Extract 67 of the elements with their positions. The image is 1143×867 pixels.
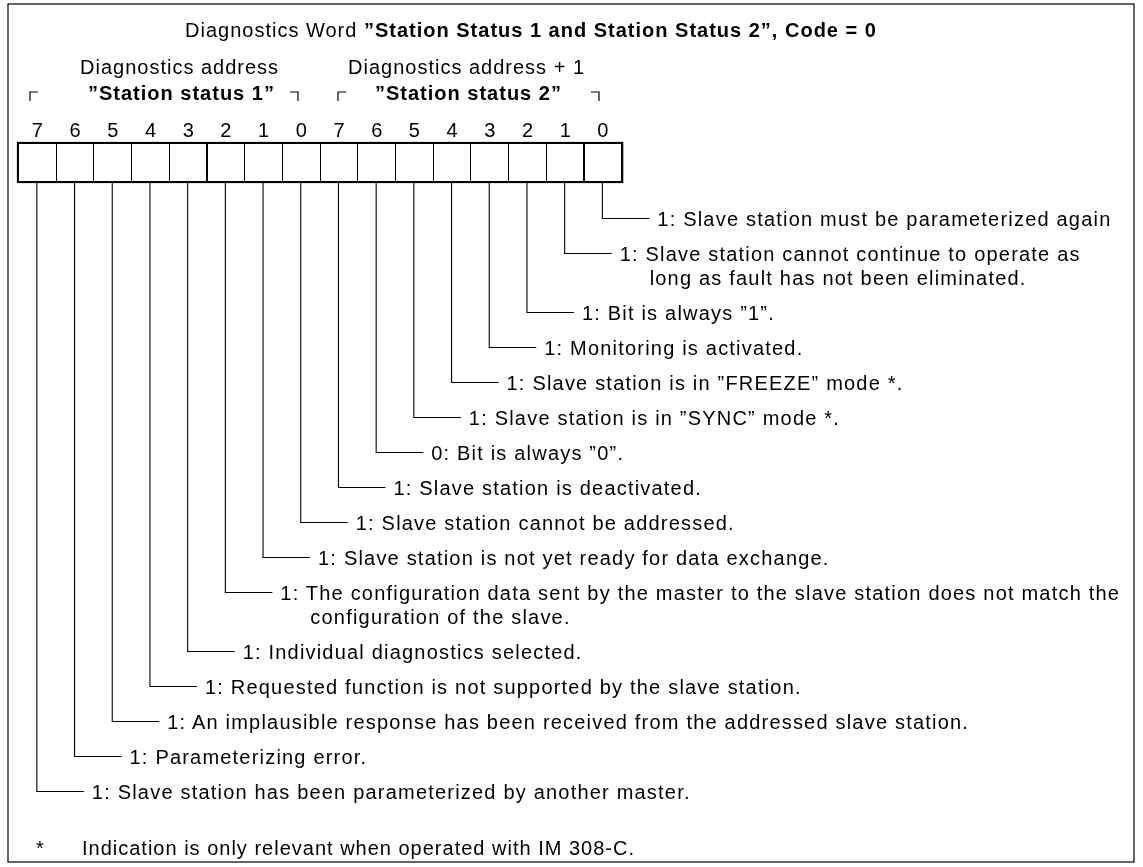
bit-cell bbox=[583, 143, 623, 182]
leader-line bbox=[451, 181, 500, 384]
bit-cell bbox=[168, 143, 208, 182]
leader-line bbox=[187, 181, 236, 653]
leader-line bbox=[111, 181, 160, 723]
footnote-text: Indication is only relevant when operated with IM 308-C. bbox=[82, 836, 635, 860]
bit-number: 7 bbox=[31, 118, 44, 142]
leader-line bbox=[262, 181, 311, 559]
leader-line bbox=[300, 181, 349, 524]
bit-description: 1: Slave station cannot continue to operate as long as fault has not been eliminated. bbox=[619, 242, 1128, 290]
bit-number: 4 bbox=[144, 118, 158, 142]
bit-number: 0 bbox=[295, 118, 308, 142]
bit-description: 1: Slave station cannot be addressed. bbox=[355, 511, 1128, 535]
bit-number: 5 bbox=[107, 118, 120, 142]
leader-line bbox=[526, 181, 575, 314]
footnote-mark: * bbox=[36, 836, 45, 860]
bit-cell bbox=[131, 143, 170, 182]
bit-number: 4 bbox=[446, 118, 459, 142]
bit-cell bbox=[395, 143, 434, 182]
bit-description: 1: Slave station has been parameterized by another master. bbox=[91, 780, 1128, 804]
bit-number: 3 bbox=[182, 118, 195, 142]
bit-number: 1 bbox=[559, 118, 572, 142]
address-subheading: ”Station status 1” bbox=[88, 81, 275, 105]
bit-number: 1 bbox=[258, 118, 271, 142]
leader-line bbox=[149, 181, 198, 688]
bit-number: 6 bbox=[371, 118, 384, 142]
bit-description: 0: Bit is always ”0”. bbox=[431, 441, 1128, 465]
bit-cell bbox=[18, 143, 57, 182]
bit-cell bbox=[508, 143, 547, 182]
bit-description: 1: Parameterizing error. bbox=[129, 745, 1128, 769]
bit-cell bbox=[470, 143, 510, 182]
bit-description: 1: An implausible response has been received from the addressed slave station. bbox=[167, 710, 1128, 734]
bit-description: 1: Monitoring is activated. bbox=[544, 336, 1128, 360]
address-heading: Diagnostics address + 1 bbox=[348, 55, 585, 79]
bit-description: 1: Slave station must be parameterized again bbox=[657, 207, 1128, 231]
bit-cell bbox=[244, 143, 283, 182]
leader-line bbox=[375, 181, 424, 454]
bit-number: 2 bbox=[521, 118, 535, 142]
bit-description: 1: The configuration data sent by the master to the slave station does not match the configuration of the slave. bbox=[280, 581, 1128, 629]
bit-description: 1: Slave station is not yet ready for data exchange. bbox=[318, 546, 1128, 570]
bit-cell bbox=[93, 143, 133, 182]
address-subheading: ”Station status 2” bbox=[375, 81, 562, 105]
bit-number: 0 bbox=[597, 118, 610, 142]
bit-description: 1: Slave station is deactivated. bbox=[393, 476, 1128, 500]
leader-line bbox=[488, 181, 537, 349]
bit-description: 1: Requested function is not supported by the slave station. bbox=[204, 675, 1128, 699]
leader-line bbox=[224, 181, 273, 594]
bit-description: 1: Slave station is in ”SYNC” mode *. bbox=[468, 406, 1128, 430]
leader-line bbox=[74, 181, 123, 758]
leader-line bbox=[36, 181, 85, 793]
bit-description: 1: Bit is always ”1”. bbox=[581, 301, 1128, 325]
bit-cell bbox=[357, 143, 396, 182]
bit-number: 7 bbox=[333, 118, 346, 142]
address-heading: Diagnostics address bbox=[80, 55, 280, 79]
bit-number: 3 bbox=[484, 118, 497, 142]
leader-line bbox=[564, 181, 613, 255]
leader-line bbox=[601, 181, 650, 220]
bit-description: 1: Slave station is in ”FREEZE” mode *. bbox=[506, 371, 1128, 395]
leader-line bbox=[337, 181, 386, 489]
leader-line bbox=[413, 181, 462, 419]
title: Diagnostics Word ”Station Status 1 and Station Status 2”, Code = 0 bbox=[185, 18, 877, 42]
bit-number: 5 bbox=[408, 118, 421, 142]
bit-cell bbox=[281, 143, 321, 182]
bit-description: 1: Individual diagnostics selected. bbox=[242, 640, 1128, 664]
bit-number: 2 bbox=[220, 118, 233, 142]
bit-cell bbox=[545, 143, 585, 182]
bit-number: 6 bbox=[69, 118, 82, 142]
